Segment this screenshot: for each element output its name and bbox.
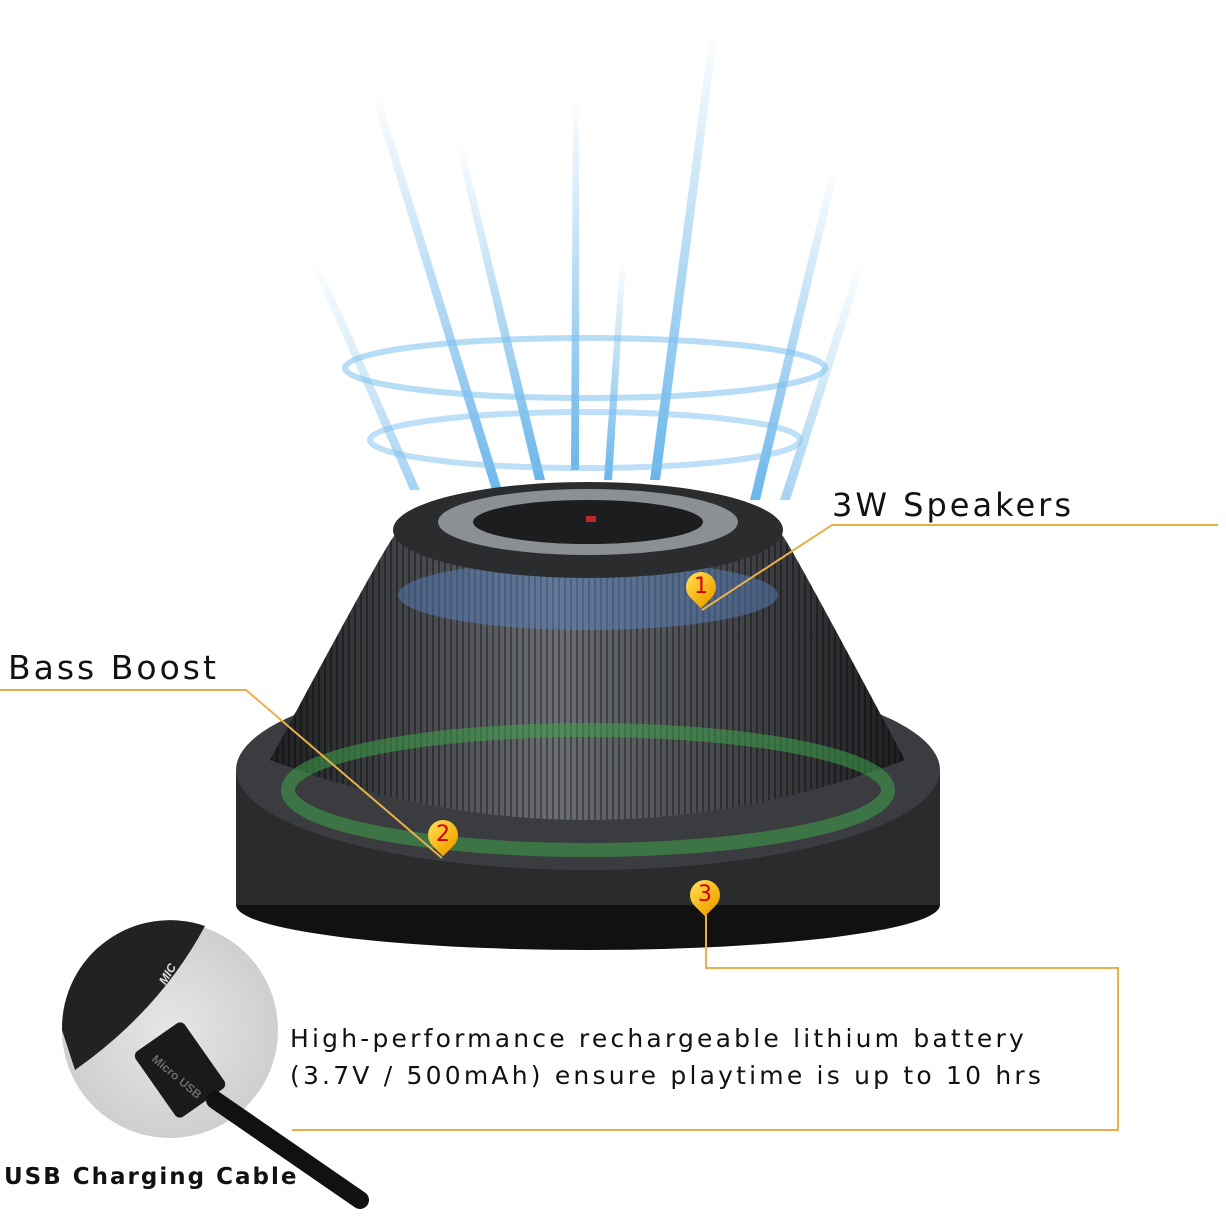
sound-waves (310, 30, 866, 500)
battery-label-line1: High-performance rechargeable lithium ba… (290, 1024, 1027, 1053)
bass-boost-label: Bass Boost (8, 648, 219, 687)
callout-marker-1: 1 (679, 565, 723, 609)
callout-marker-2: 2 (421, 813, 465, 857)
speakers-label: 3W Speakers (832, 486, 1074, 524)
usb-inset (61, 920, 369, 1209)
callout-marker-3: 3 (683, 873, 727, 917)
battery-label: High-performance rechargeable lithium ba… (290, 1020, 1044, 1094)
battery-label-line2: (3.7V / 500mAh) ensure playtime is up to… (290, 1061, 1045, 1090)
usb-cable-caption: USB Charging Cable (4, 1164, 299, 1190)
callout-lines (0, 524, 1218, 1131)
speaker (236, 482, 940, 950)
